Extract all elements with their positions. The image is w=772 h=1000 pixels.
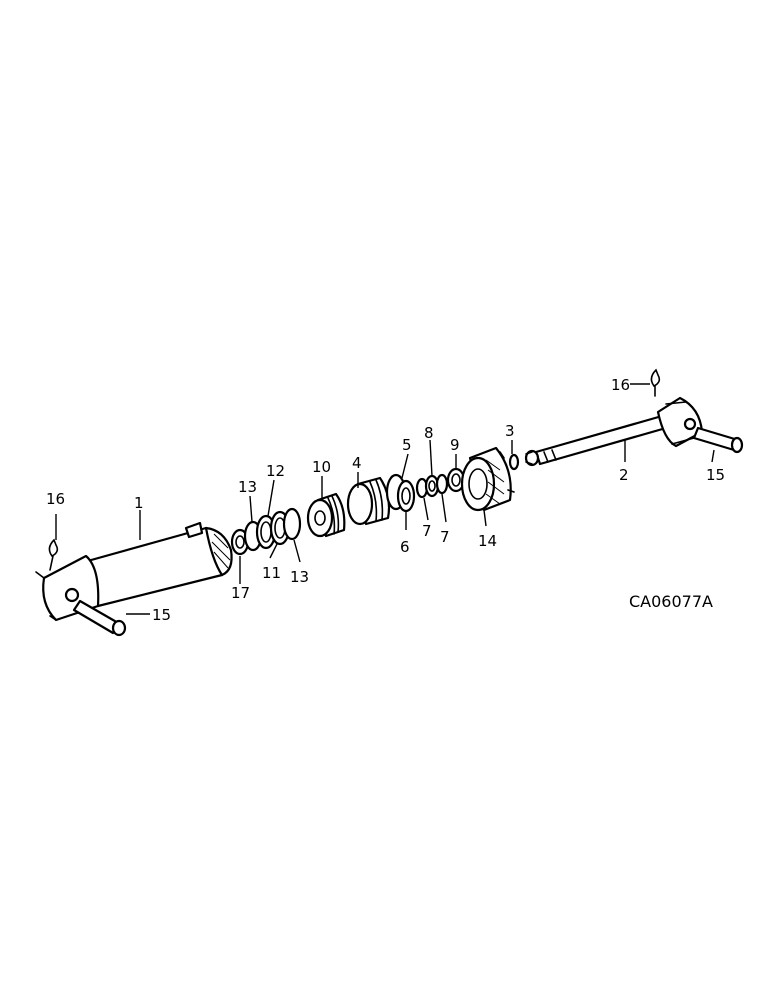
o-ring-3 [508, 453, 520, 471]
callout-15-left: 15 [152, 606, 171, 624]
clevis-pin-right [692, 426, 744, 454]
callout-15-right: 15 [706, 466, 725, 484]
callout-6: 6 [400, 538, 410, 556]
gland-seal-6 [396, 479, 416, 513]
callout-12: 12 [266, 462, 285, 480]
cylinder-barrel [35, 521, 233, 622]
callout-8: 8 [424, 424, 434, 442]
callout-11: 11 [262, 564, 281, 582]
callout-10: 10 [312, 458, 331, 476]
clevis-pin-left [72, 599, 127, 637]
callout-17: 17 [231, 584, 250, 602]
callout-1: 1 [134, 494, 144, 512]
seal-ring-13-right [282, 507, 302, 541]
small-seal-7-right [435, 473, 449, 495]
cotter-pin-right [650, 368, 661, 397]
retaining-nut-14 [460, 446, 515, 512]
rod-gland [346, 476, 391, 526]
callout-9: 9 [450, 436, 460, 454]
callout-16-right: 16 [611, 376, 630, 394]
callout-14: 14 [478, 532, 497, 550]
cotter-pin-left [48, 538, 59, 571]
piston-rod [524, 396, 704, 467]
callout-5: 5 [402, 436, 412, 454]
callout-2: 2 [619, 466, 629, 484]
callout-labels: 1 2 3 4 5 6 7 7 8 9 10 11 12 13 13 14 15… [46, 376, 725, 624]
callout-13-left: 13 [238, 478, 257, 496]
callout-4: 4 [352, 454, 362, 472]
drawing-reference-code: CA06077A [629, 592, 713, 611]
callout-7-left: 7 [422, 522, 432, 540]
leader-lines [55, 383, 715, 615]
callout-13-right: 13 [290, 568, 309, 586]
callout-3: 3 [505, 422, 515, 440]
piston [306, 492, 346, 538]
callout-16-left: 16 [46, 490, 65, 508]
callout-7-right: 7 [440, 528, 450, 546]
